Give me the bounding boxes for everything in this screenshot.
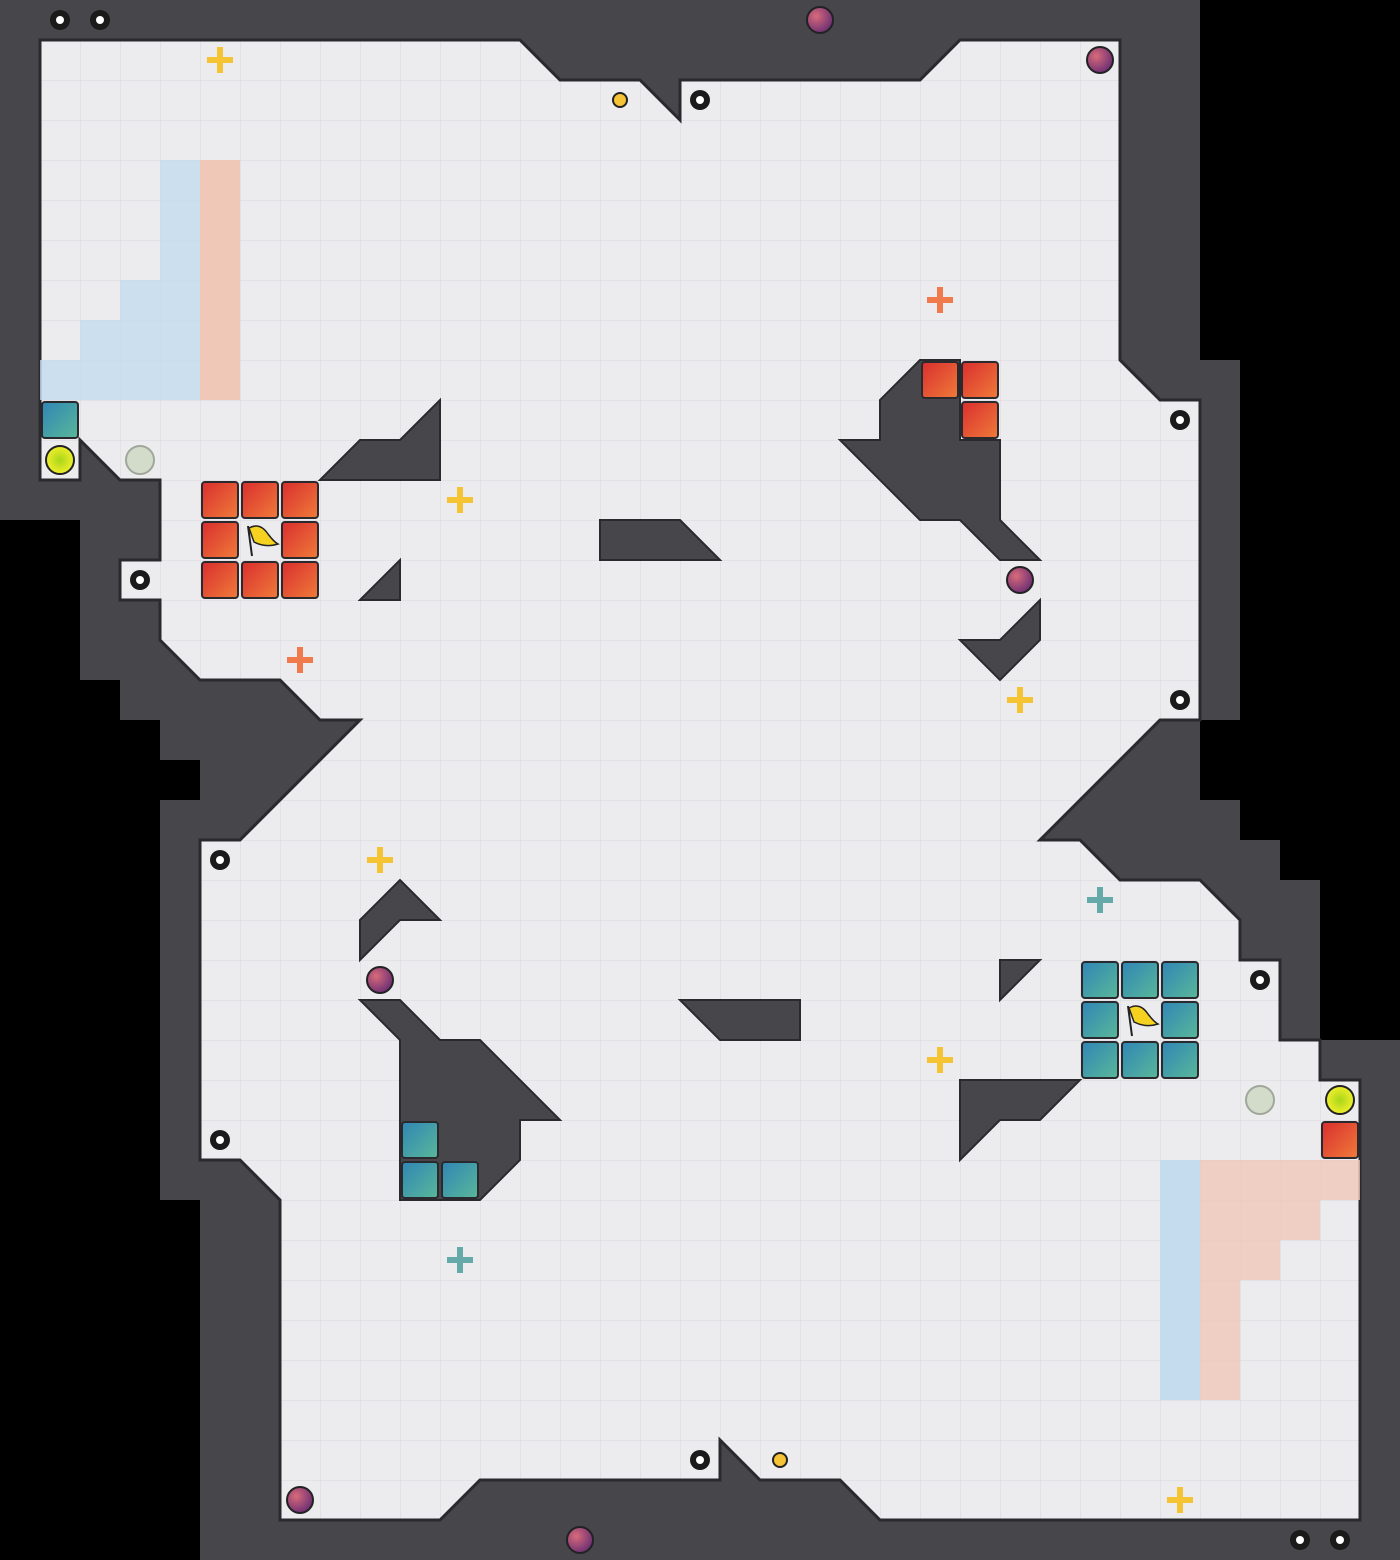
floor [38, 38, 1362, 1522]
powerup-icon [612, 92, 788, 1468]
zone-blue-bottom-right [1160, 1160, 1200, 1400]
flag-icon[interactable] [1127, 1005, 1160, 1037]
zone-blue-top-left [40, 160, 200, 400]
zone-red-bottom-right [1200, 1160, 1360, 1400]
zone-red-top-left [200, 160, 240, 400]
portal-icon [45, 445, 1355, 1115]
inactive-portal-icon [125, 445, 1275, 1115]
boost-blue-icon [447, 887, 1113, 1273]
flag-icon[interactable] [247, 525, 280, 557]
boost-red-icon [287, 287, 953, 673]
boost-yellow-icon [207, 47, 1193, 1513]
spike-icon [50, 10, 1350, 1550]
blue-tiles [41, 401, 1199, 1199]
bomb-icon [286, 6, 1114, 1554]
red-tiles [201, 361, 1359, 1159]
